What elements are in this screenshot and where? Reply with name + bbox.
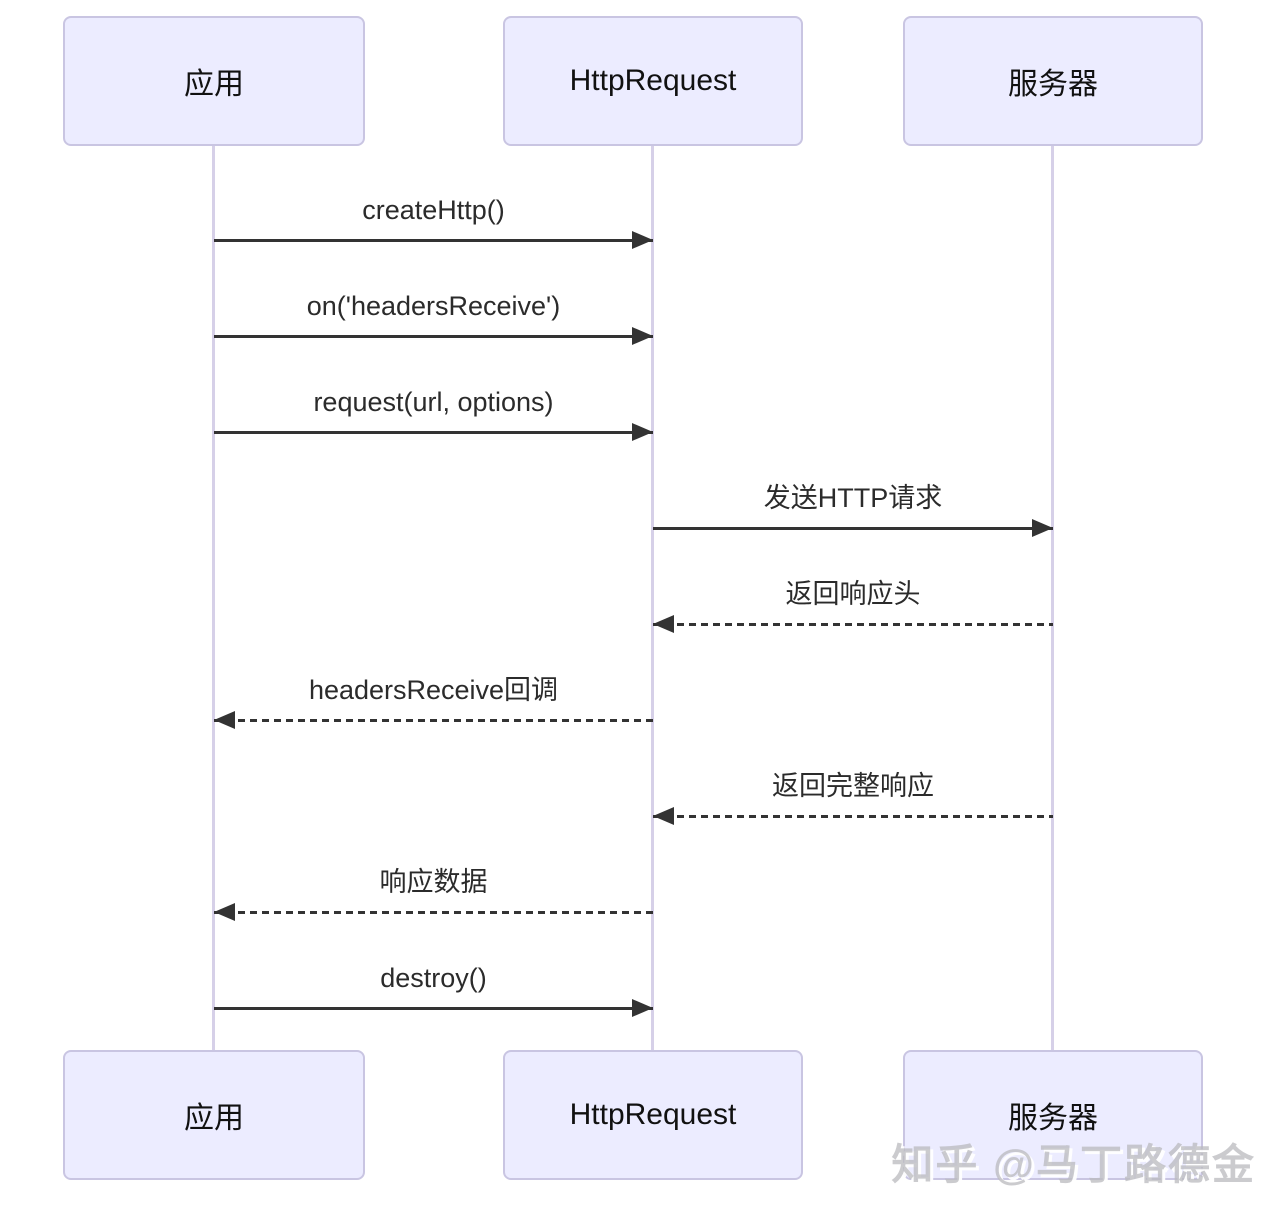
message-send-http-request: 发送HTTP请求 (653, 482, 1053, 537)
message-line (214, 711, 653, 729)
actor-box-top-app: 应用 (63, 16, 365, 146)
actor-box-bottom-app: 应用 (63, 1050, 365, 1180)
message-line (214, 231, 653, 249)
message-line (653, 519, 1053, 537)
actor-box-bottom-httprequest: HttpRequest (503, 1050, 803, 1180)
watermark: 知乎 @马丁路德金 (891, 1141, 1256, 1188)
arrowhead-right-icon (1032, 519, 1053, 537)
arrowhead-left-icon (214, 903, 235, 921)
message-line (214, 327, 653, 345)
message-return-response-headers: 返回响应头 (653, 578, 1053, 633)
message-line (214, 999, 653, 1017)
message-label: destroy() (380, 963, 487, 993)
actor-label-httprequest: HttpRequest (569, 64, 737, 97)
arrowhead-right-icon (632, 231, 653, 249)
message-label: createHttp() (362, 195, 505, 225)
message-label: on('headersReceive') (306, 291, 561, 321)
message-label: request(url, options) (313, 387, 554, 417)
message-label: headersReceive回调 (308, 675, 559, 705)
message-createhttp: createHttp() (214, 194, 653, 249)
message-response-data: 响应数据 (214, 866, 653, 921)
actor-label-httprequest: HttpRequest (569, 1098, 737, 1131)
message-line (214, 903, 653, 921)
message-line (653, 615, 1053, 633)
actor-label-app: 应用 (184, 1102, 244, 1135)
actor-box-top-httprequest: HttpRequest (503, 16, 803, 146)
lifeline-httprequest (651, 146, 654, 1050)
lifeline-app (212, 146, 215, 1050)
arrowhead-right-icon (632, 423, 653, 441)
arrowhead-left-icon (214, 711, 235, 729)
message-label: 发送HTTP请求 (763, 483, 943, 513)
arrowhead-right-icon (632, 327, 653, 345)
message-return-full-response: 返回完整响应 (653, 770, 1053, 825)
actor-label-server: 服务器 (1008, 1102, 1098, 1135)
lifeline-server (1051, 146, 1054, 1050)
message-line (214, 423, 653, 441)
message-label: 返回响应头 (785, 579, 921, 609)
message-line (653, 807, 1053, 825)
arrowhead-left-icon (653, 615, 674, 633)
arrowhead-right-icon (632, 999, 653, 1017)
actor-label-server: 服务器 (1008, 68, 1098, 101)
message-on-headersreceive: on('headersReceive') (214, 290, 653, 345)
actor-box-top-server: 服务器 (903, 16, 1203, 146)
message-headersreceive-callback: headersReceive回调 (214, 674, 653, 729)
actor-box-bottom-server: 服务器 (903, 1050, 1203, 1180)
arrowhead-left-icon (653, 807, 674, 825)
actor-label-app: 应用 (184, 68, 244, 101)
message-label: 响应数据 (379, 867, 488, 897)
message-request: request(url, options) (214, 386, 653, 441)
message-label: 返回完整响应 (772, 771, 934, 801)
message-destroy: destroy() (214, 962, 653, 1017)
